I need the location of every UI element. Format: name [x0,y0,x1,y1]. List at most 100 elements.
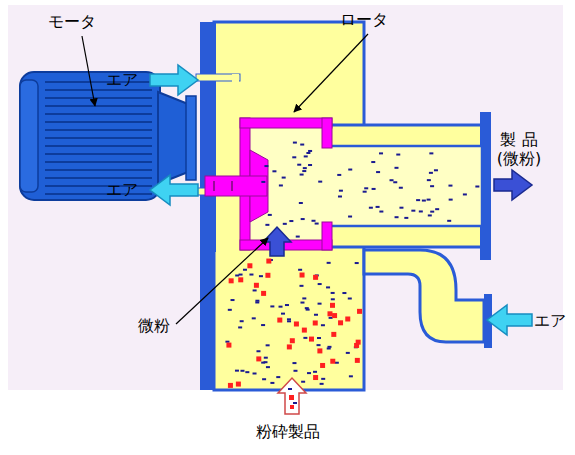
fine-particle [355,262,359,264]
fine-particle [448,185,452,187]
fine-particle [349,375,353,377]
fine-particle [314,314,318,316]
fine-particle [266,344,270,346]
fine-particle [300,174,304,176]
coarse-particle [345,316,350,321]
fine-particle [390,179,394,181]
fine-particle [287,318,291,320]
coarse-particle [313,375,318,380]
fine-particle [318,181,322,183]
coarse-particle [357,309,362,314]
fine-particle [240,320,244,322]
rotor-symbol [205,118,332,250]
fine-particle [449,199,453,201]
fine-particle [435,208,439,210]
classifier-housing [196,22,492,390]
fine-particle [253,289,257,291]
fine-particle [337,174,341,176]
fine-particle [307,372,311,374]
part-label: ロータ [340,10,388,29]
feed-arrow [278,378,306,414]
fine-particle [430,211,434,213]
flow-label: 粉砕製品 [256,422,320,441]
fine-particle [430,185,434,187]
fine-particle [379,152,383,154]
flow-label: 製 品 (微粉) [494,130,544,168]
fine-particle [427,179,431,181]
coarse-particle [226,343,231,348]
coarse-particle [265,273,270,278]
fine-particle [379,211,383,213]
fine-particle [419,210,423,212]
coarse-particle [294,321,299,326]
fine-particle [331,292,335,294]
fine-particle [427,199,431,201]
coarse-particle [309,337,314,342]
fine-particle [338,196,342,198]
fine-particle [231,299,235,301]
fine-particle [266,366,270,368]
fine-particle [371,161,375,163]
coarse-particle [228,383,233,388]
fine-particle [301,218,305,220]
fine-particle [346,352,350,354]
background-panel [8,5,563,390]
fine-particle [293,370,297,372]
fine-particle [321,378,325,380]
fine-particle [270,305,274,307]
fine-particle [331,298,335,300]
fine-particle [255,301,259,303]
fine-particle [279,184,283,186]
fine-particle [281,313,285,315]
fine-particle [261,181,265,183]
fine-particle [320,383,324,385]
coarse-particle [302,328,307,333]
fine-particle [302,297,306,299]
flow-label: エア [534,311,566,330]
fine-particle [317,344,321,346]
coarse-particle [330,303,335,308]
fine-particle [315,223,319,225]
fine-particle [249,274,253,276]
fine-particle [228,309,232,311]
fine-particle [303,167,307,169]
coarse-particle [247,263,252,268]
fine-particle [239,274,243,276]
fine-particle [225,341,229,343]
fine-particle [411,210,415,212]
coarse-particle [331,332,336,337]
fine-particle [276,376,280,378]
fine-particle [261,324,265,326]
coarse-particle [313,275,318,280]
flow-label: 微粉 [138,316,170,335]
fine-particle [463,193,467,195]
coarse-particle [317,348,322,353]
fine-particle [318,303,322,305]
fine-particle [393,181,397,183]
fine-particle [243,269,247,271]
flow-label: エア [106,180,138,199]
fine-particle [399,187,403,189]
leader-line [176,238,268,324]
fine-particle [245,371,249,373]
fine-particle [429,172,433,174]
fine-particle [262,378,266,380]
coarse-particle [332,313,337,318]
fine-particle [289,220,293,222]
fine-particle [268,214,272,216]
fine-particle [429,152,433,154]
coarse-particle [356,340,361,345]
fine-particle [253,372,257,374]
fine-particle [434,169,438,171]
coarse-particle [256,356,261,361]
fine-particle [318,283,322,285]
coarse-particle [254,283,259,288]
coarse-particle [313,320,318,325]
fine-particle [270,382,274,384]
fine-particle [292,156,296,158]
fine-particle [416,199,420,201]
product-arrow [494,170,532,200]
fine-particle [240,370,244,372]
fine-particle [475,186,479,188]
